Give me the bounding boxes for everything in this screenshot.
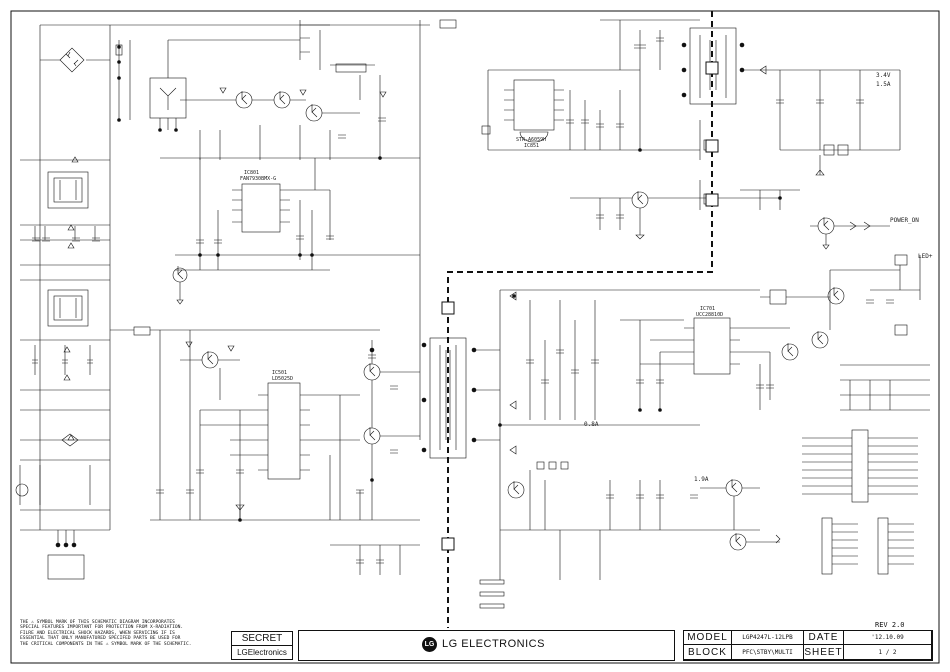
ic-led-ref: IC701 xyxy=(700,306,716,312)
ic-led-part: UCC28810D xyxy=(696,312,724,318)
title-block: MODEL LGP4247L-12LPB DATE '12.10.09 BLOC… xyxy=(683,630,933,661)
block-value: PFC\STBY\MULTI xyxy=(732,645,804,660)
notice-line: THE CRITICAL COMPONENTS IN THE ⚠ SYMBOL … xyxy=(20,641,192,647)
ic-stby-ref: IC851 xyxy=(524,143,540,149)
output-current-label: 1.5A xyxy=(876,81,891,88)
power-on-label: POWER_ON xyxy=(890,217,919,224)
notice-line: ESSENTIAL THAT ONLY MANUFATURED SPECIFED… xyxy=(20,636,181,642)
output-voltage-label: 3.4V xyxy=(876,72,891,79)
date-label: DATE xyxy=(804,631,844,645)
sheet-label: SHEET xyxy=(804,645,844,660)
safety-notice: THE ⚠ SYMBOL MARK OF THIS SCHEMATIC DIAG… xyxy=(20,620,220,647)
ic-stby-part: STR-A6059H xyxy=(516,137,547,143)
notice-line: THE ⚠ SYMBOL MARK OF THIS SCHEMATIC DIAG… xyxy=(20,620,175,625)
sheet-frame xyxy=(10,10,940,664)
ic-pfc-ref: IC801 xyxy=(244,170,260,176)
ic-llc-ref: IC501 xyxy=(272,370,288,376)
notice-line: SPECIAL FEATURES IMPORTANT FOR PROTECTIO… xyxy=(20,625,184,631)
led-current-label-2: 1.9A xyxy=(694,476,709,483)
lg-logo-icon: LG xyxy=(422,637,437,652)
model-value: LGP4247L-12LPB xyxy=(732,631,804,645)
led-driver-section xyxy=(421,254,930,580)
company-banner: LG LG ELECTRONICS xyxy=(298,630,675,661)
sheet-value: 1 / 2 xyxy=(844,645,932,660)
ic-pfc-part: FAN7930BMX-G xyxy=(240,176,277,182)
revision-label: REV 2.0 xyxy=(875,621,905,629)
standby-section xyxy=(481,19,901,250)
company-name: LG ELECTRONICS xyxy=(442,638,545,650)
notice-line: FILRE AND ELECTRICAL SHOCK HAZARDS, WHEN… xyxy=(20,630,175,636)
ic-llc-part: LD5025D xyxy=(272,376,294,382)
isolation-boundary xyxy=(447,11,713,628)
date-value: '12.10.09 xyxy=(844,631,932,645)
connector-section xyxy=(479,429,918,609)
led-plus-label: LED+ xyxy=(918,253,933,260)
input-filter-section xyxy=(15,24,430,580)
block-label: BLOCK xyxy=(684,645,732,660)
company-stamp: LGElectronics xyxy=(231,645,293,660)
led-current-label: 0.8A xyxy=(584,421,599,428)
pfc-section xyxy=(149,19,457,440)
model-label: MODEL xyxy=(684,631,732,645)
secret-stamp: SECRET xyxy=(231,631,293,646)
llc-section xyxy=(110,326,420,575)
